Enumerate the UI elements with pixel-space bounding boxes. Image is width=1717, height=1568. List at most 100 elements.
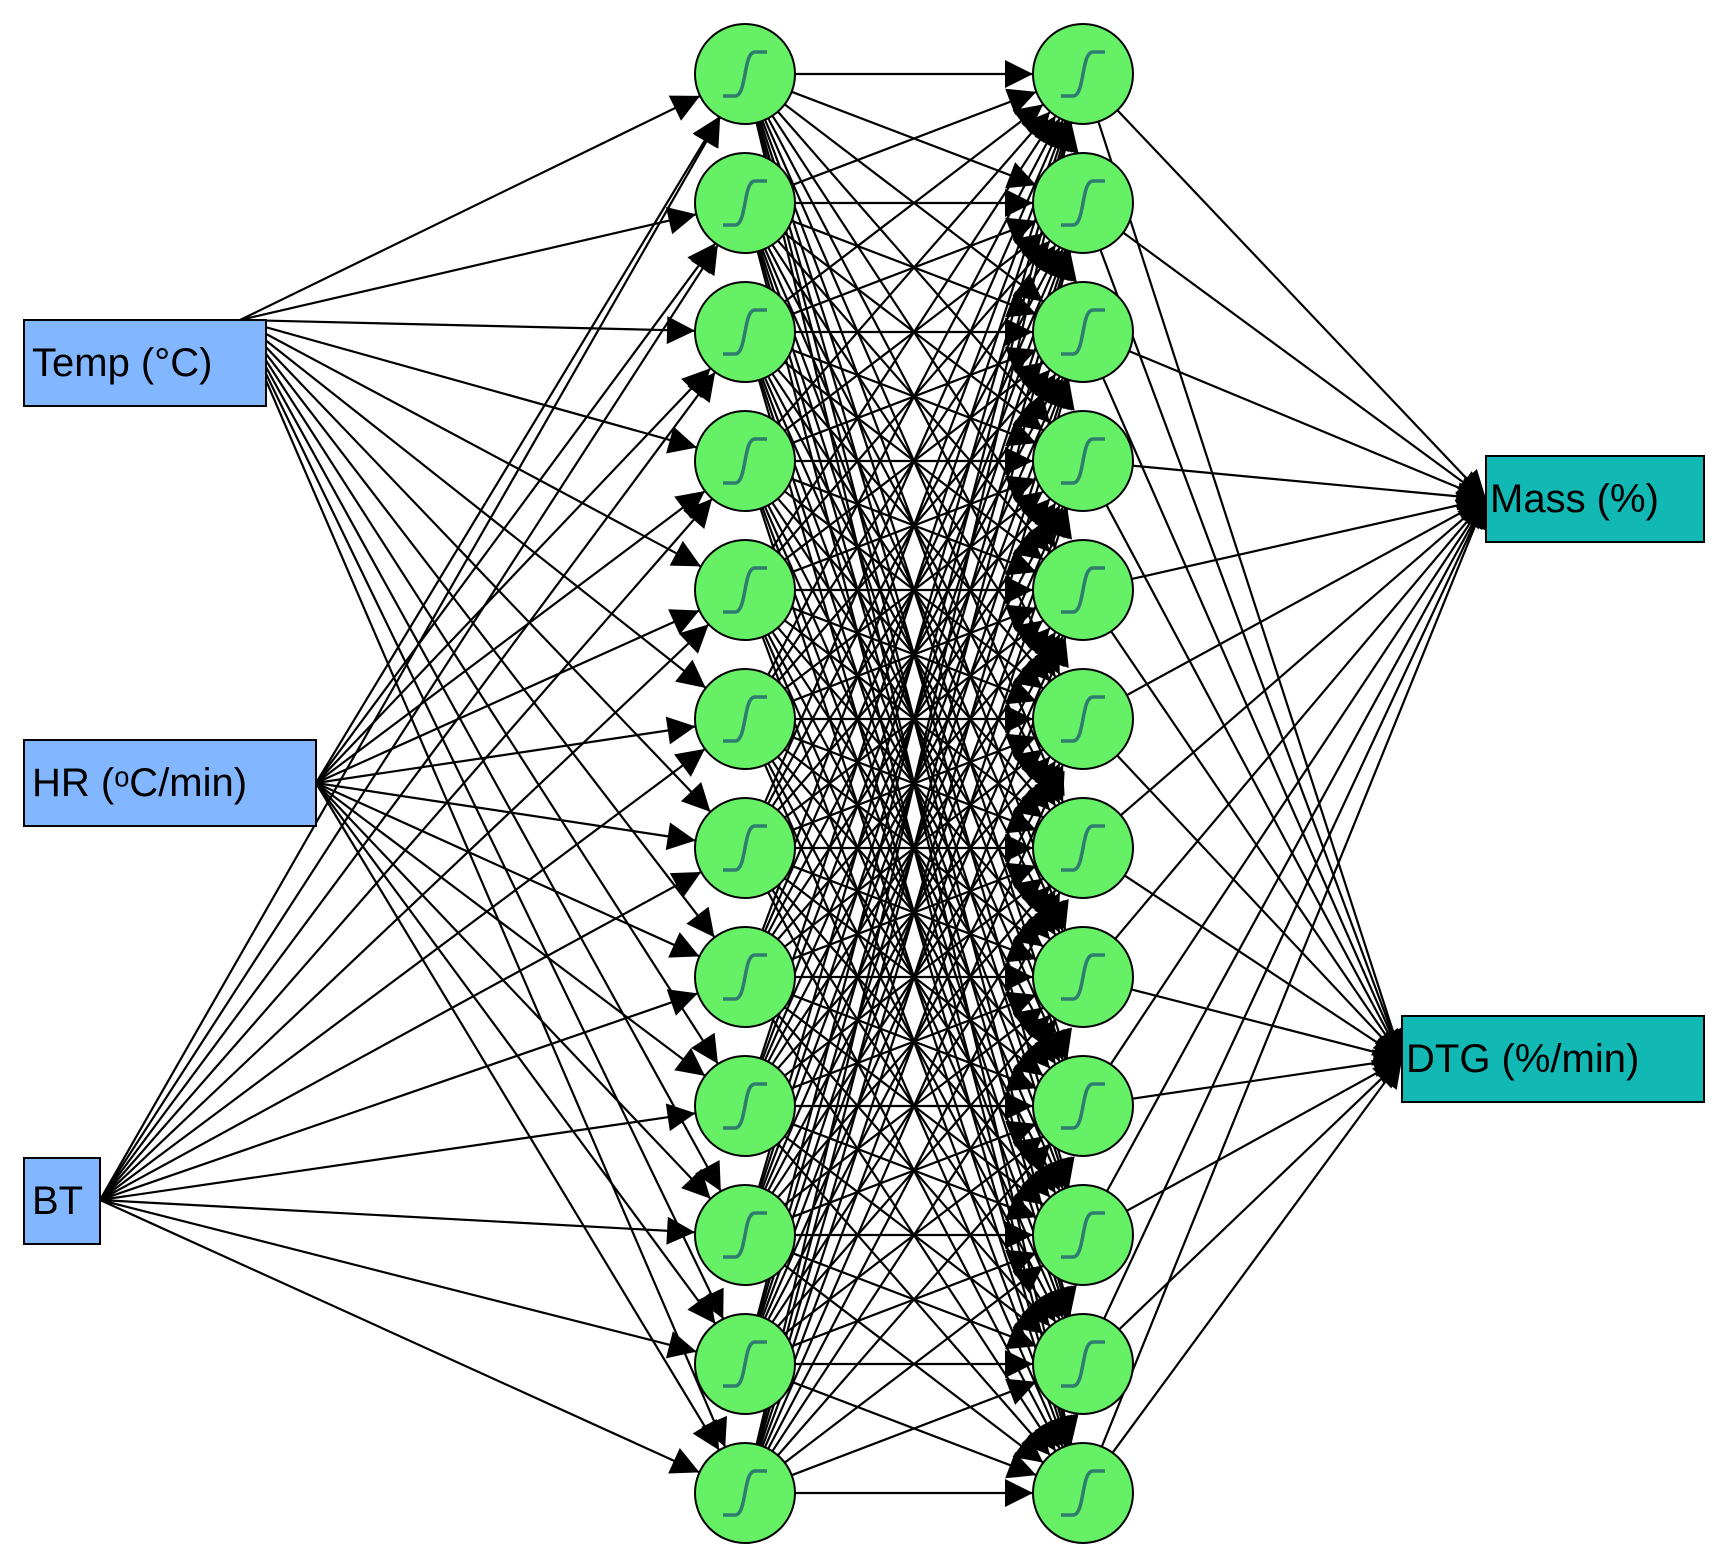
edge-h1-9-to-h2-0 — [757, 121, 1075, 1188]
input-label-hr: HR (ᵒC/min) — [32, 761, 247, 805]
edge-h2-6-to-output-1 — [1124, 874, 1403, 1060]
hidden2-neuron-5 — [1032, 539, 1134, 641]
hidden1-neuron-1 — [694, 23, 796, 125]
edge-h2-1-to-output-0 — [1122, 231, 1487, 500]
hidden1-neuron-9 — [694, 1055, 796, 1157]
edge-input-1-to-h1-9 — [315, 782, 712, 1200]
hidden1-neuron-8 — [694, 926, 796, 1028]
edge-h1-10-to-h2-0 — [756, 122, 1077, 1316]
edge-h1-1-to-h2-0 — [791, 88, 1037, 187]
hidden2-neuron-6 — [1032, 668, 1134, 770]
edge-h1-2-to-h2-0 — [784, 103, 1044, 303]
edge-h2-7-to-output-1 — [1131, 988, 1403, 1066]
sigmoid-icon — [723, 695, 767, 743]
input-node-hr: HR (ᵒC/min) — [23, 739, 317, 827]
edge-h1-11-to-h2-2 — [757, 379, 1075, 1446]
hidden2-neuron-12 — [1032, 1442, 1134, 1544]
edge-input-1-to-h1-7 — [315, 781, 700, 958]
edge-h2-2-to-output-1 — [1102, 377, 1404, 1060]
edge-h2-3-to-output-0 — [1132, 464, 1487, 511]
edge-input-2-to-h1-11 — [99, 1198, 700, 1474]
edge-h2-11-to-output-0 — [1100, 498, 1489, 1448]
edge-h2-5-to-output-1 — [1116, 754, 1403, 1060]
edge-input-1-to-h1-8 — [315, 782, 706, 1077]
edge-input-2-to-h1-2 — [99, 371, 717, 1201]
edge-input-1-to-h1-11 — [315, 782, 721, 1451]
output-label-dtg: DTG (%/min) — [1406, 1037, 1639, 1081]
sigmoid-icon — [723, 50, 767, 98]
edge-input-0-to-h1-7 — [239, 319, 716, 939]
edge-input-0-to-h1-3 — [239, 318, 698, 454]
edge-input-1-to-h1-10 — [315, 782, 717, 1325]
sigmoid-icon — [723, 953, 767, 1001]
sigmoid-icon — [1061, 695, 1105, 743]
hidden2-neuron-7 — [1032, 797, 1134, 899]
sigmoid-icon — [1061, 308, 1105, 356]
sigmoid-icon — [723, 308, 767, 356]
edge-h2-10-to-output-0 — [1103, 498, 1487, 1320]
input-layer: Temp (°C) HR (ᵒC/min) BT — [23, 319, 317, 1245]
sigmoid-icon — [1061, 1340, 1105, 1388]
edge-input-1-to-h1-5 — [315, 716, 696, 785]
sigmoid-icon — [723, 566, 767, 614]
edge-input-1-to-h1-3 — [315, 490, 706, 784]
edge-input-2-to-h1-9 — [99, 1198, 696, 1245]
edge-h1-7-to-h2-0 — [761, 120, 1069, 931]
edge-h2-11-to-output-1 — [1111, 1058, 1403, 1454]
edge-h2-6-to-output-0 — [1120, 498, 1487, 817]
edge-input-2-to-h1-10 — [99, 1198, 697, 1359]
hidden-layer-1 — [694, 23, 796, 1544]
edge-h1-11-to-h2-1 — [756, 251, 1077, 1445]
edge-h1-4-to-h2-0 — [771, 115, 1057, 549]
hidden2-neuron-10 — [1032, 1184, 1134, 1286]
edge-input-0-to-h1-8 — [239, 319, 719, 1065]
edge-h1-11-to-h2-10 — [791, 1378, 1037, 1477]
hidden1-neuron-5 — [694, 539, 796, 641]
edge-input-2-to-h1-4 — [99, 623, 710, 1201]
hidden-layer-2 — [1032, 23, 1134, 1544]
edge-h1-11-to-h2-4 — [761, 636, 1069, 1447]
edge-h2-9-to-output-0 — [1106, 498, 1487, 1192]
edge-h1-6-to-h2-0 — [764, 119, 1065, 803]
edge-h2-2-to-output-0 — [1128, 350, 1487, 502]
hidden2-neuron-11 — [1032, 1313, 1134, 1415]
edge-h1-11-to-h2-7 — [771, 1018, 1057, 1452]
edge-input-1-to-h1-4 — [315, 609, 700, 785]
edge-h1-11-to-h2-3 — [759, 508, 1073, 1446]
edge-input-0-to-h1-4 — [239, 319, 702, 568]
edge-h1-11-to-h2-9 — [784, 1264, 1044, 1464]
hidden1-neuron-11 — [694, 1313, 796, 1415]
hidden1-neuron-7 — [694, 797, 796, 899]
edge-h2-10-to-output-1 — [1118, 1058, 1403, 1331]
input-label-bt: BT — [32, 1179, 83, 1223]
edge-input-0-to-h1-1 — [239, 206, 697, 322]
edge-h2-0-to-output-1 — [1097, 121, 1407, 1060]
edge-input-2-to-h1-1 — [99, 244, 719, 1201]
edge-input-2-to-h1-6 — [99, 870, 702, 1201]
edge-h1-8-to-h2-0 — [759, 121, 1073, 1059]
edge-h1-11-to-h2-8 — [777, 1142, 1051, 1457]
sigmoid-icon — [723, 1211, 767, 1259]
sigmoid-icon — [1061, 824, 1105, 872]
edge-h2-7-to-output-0 — [1114, 498, 1487, 940]
edge-h2-8-to-output-1 — [1132, 1049, 1403, 1100]
hidden1-neuron-6 — [694, 668, 796, 770]
edge-h2-8-to-output-0 — [1109, 498, 1487, 1065]
sigmoid-icon — [1061, 1469, 1105, 1517]
edge-input-2-to-h1-7 — [99, 989, 699, 1202]
hidden1-neuron-4 — [694, 410, 796, 512]
sigmoid-icon — [723, 1340, 767, 1388]
edge-input-0-to-h1-0 — [239, 94, 701, 321]
hidden1-neuron-3 — [694, 281, 796, 383]
edge-h1-11-to-h2-6 — [767, 891, 1061, 1450]
connection-edges — [99, 60, 1489, 1507]
sigmoid-icon — [723, 1469, 767, 1517]
edge-input-1-to-h1-0 — [315, 116, 721, 784]
edge-h2-3-to-output-1 — [1105, 504, 1403, 1060]
sigmoid-icon — [1061, 566, 1105, 614]
hidden1-neuron-2 — [694, 152, 796, 254]
edge-input-2-to-h1-0 — [99, 116, 722, 1201]
output-node-dtg: DTG (%/min) — [1401, 1015, 1705, 1103]
sigmoid-icon — [1061, 1082, 1105, 1130]
edge-h2-4-to-output-0 — [1131, 491, 1487, 581]
